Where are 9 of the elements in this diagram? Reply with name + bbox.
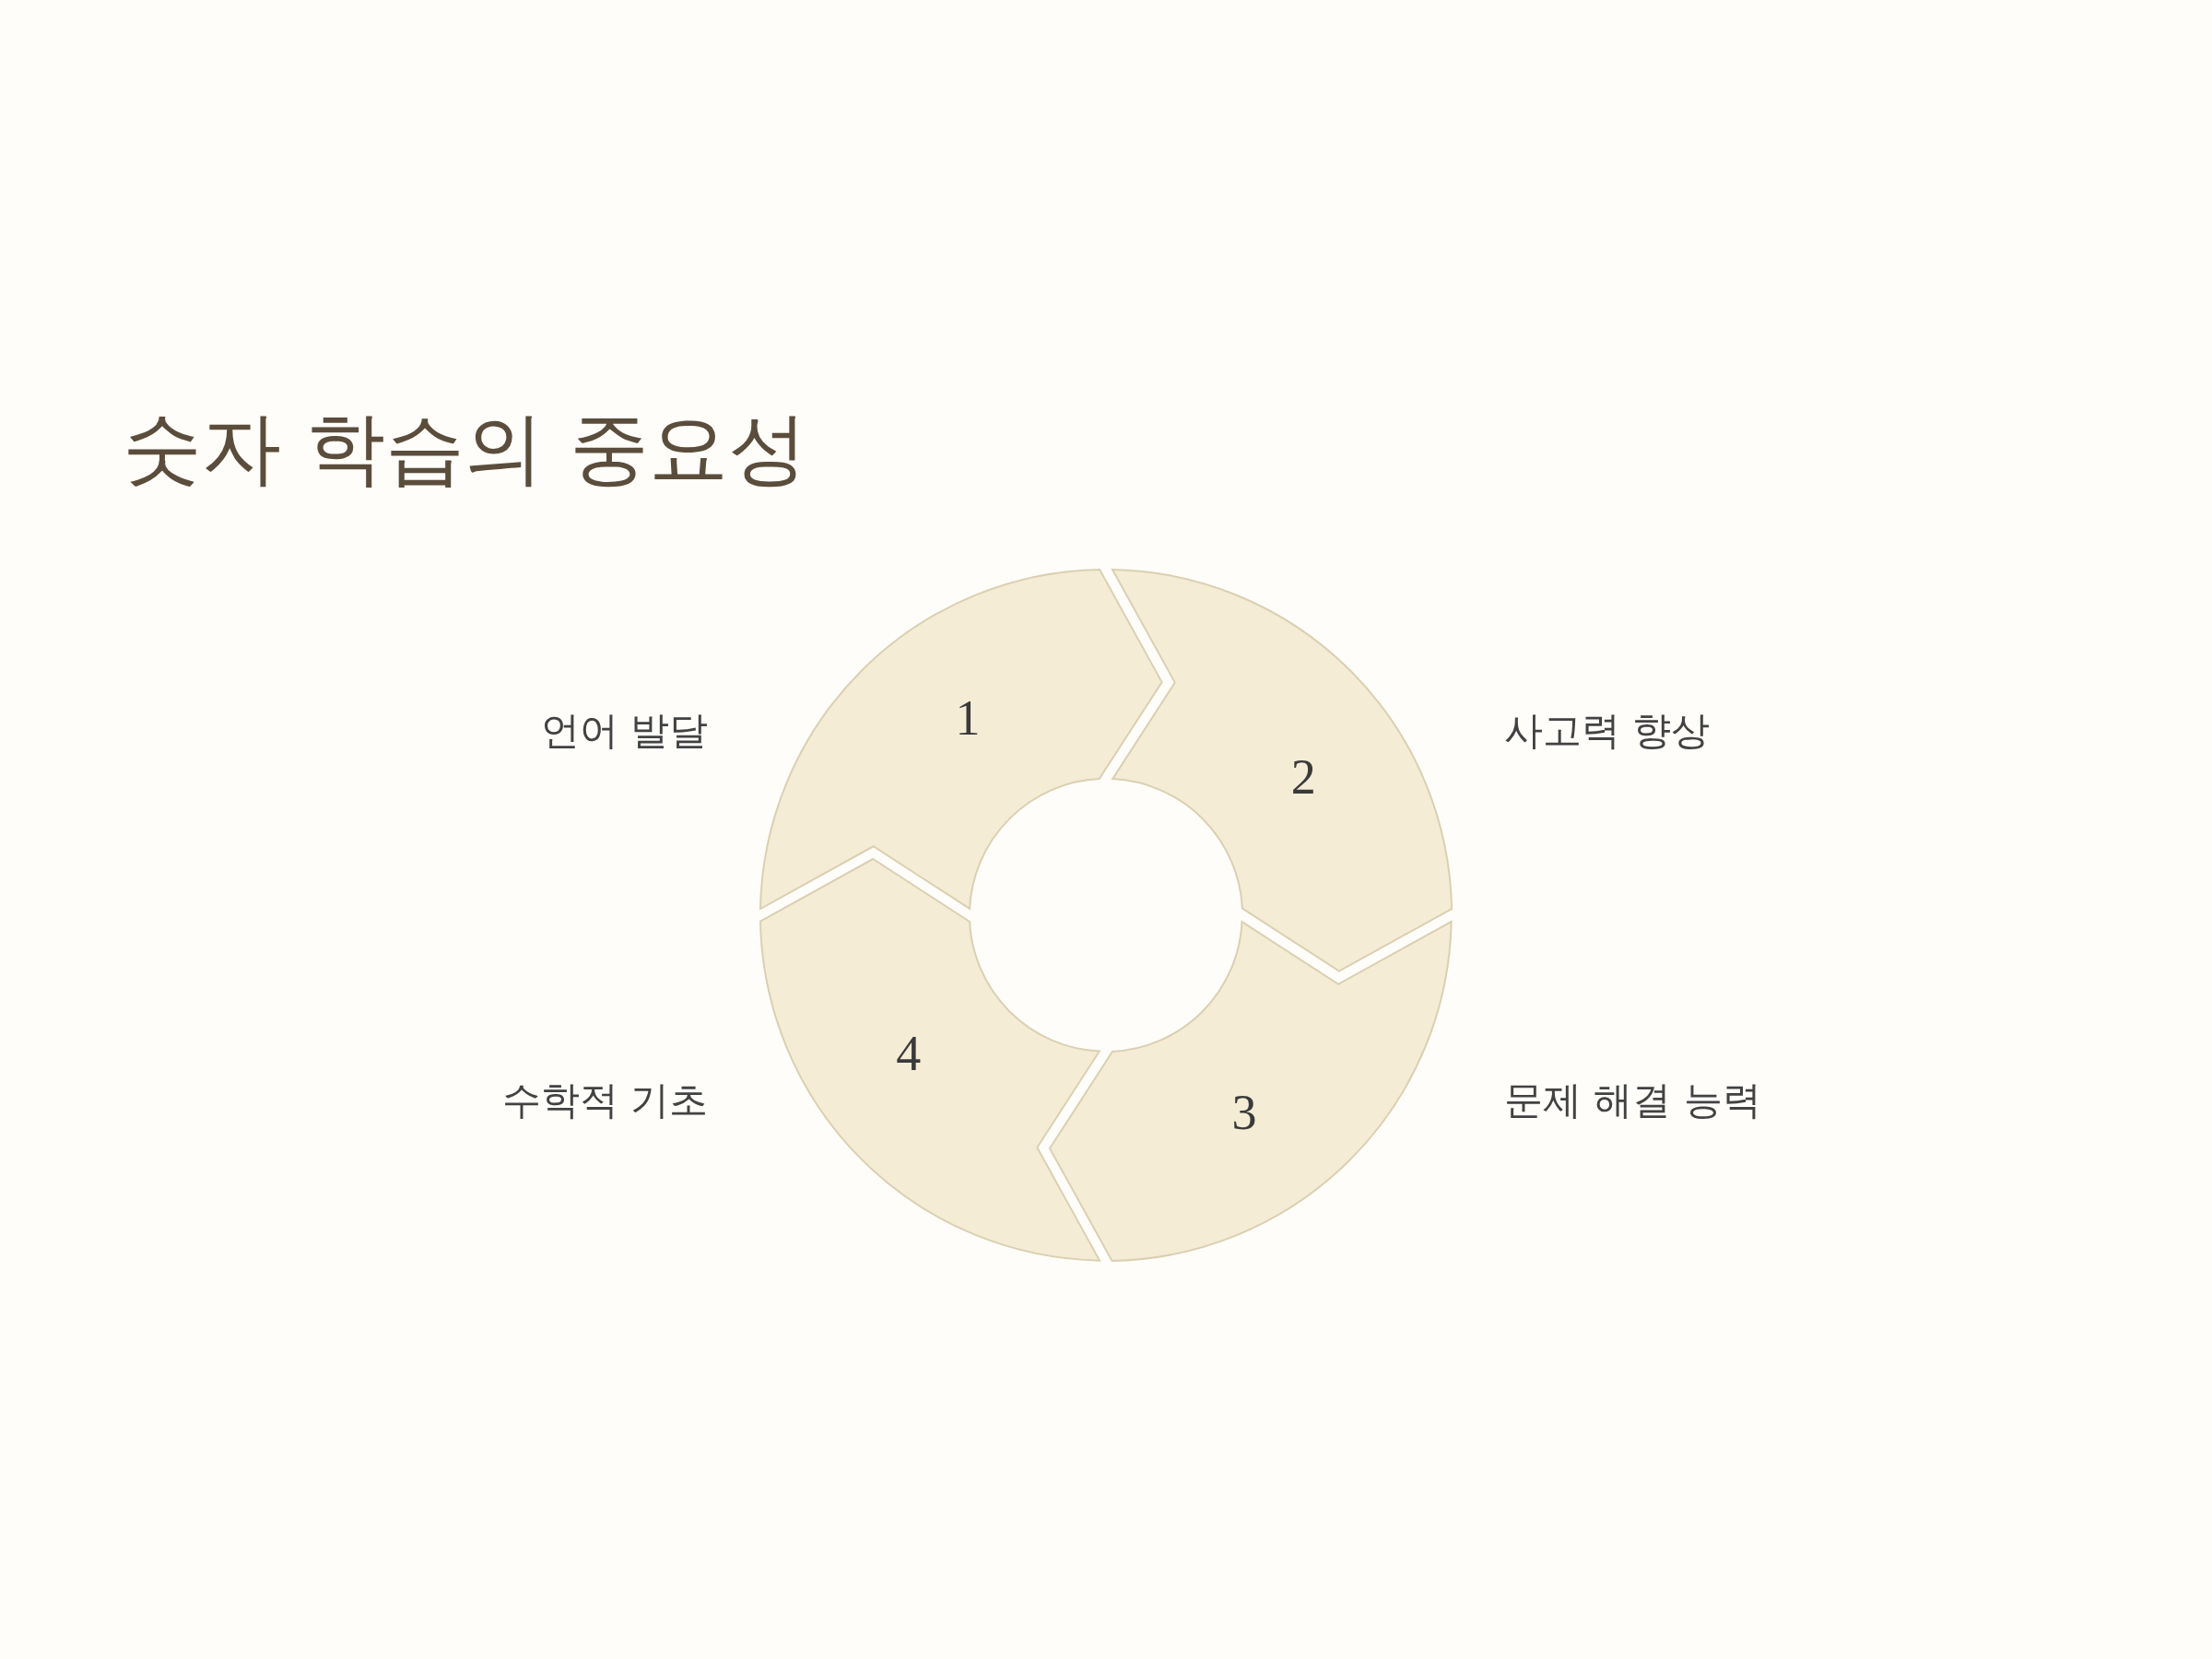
step-label: 언어 발달 [540, 708, 708, 755]
step-number: 3 [1231, 1088, 1257, 1138]
step-number: 2 [1290, 752, 1316, 802]
page-title: 숫자 학습의 중요성 [123, 403, 807, 494]
step-label: 사고력 향상 [1504, 708, 1711, 755]
step-label: 문제 해결 능력 [1504, 1077, 1761, 1124]
step-number: 1 [955, 692, 981, 743]
step-label: 수학적 기초 [501, 1077, 708, 1124]
step-number: 4 [896, 1028, 922, 1078]
